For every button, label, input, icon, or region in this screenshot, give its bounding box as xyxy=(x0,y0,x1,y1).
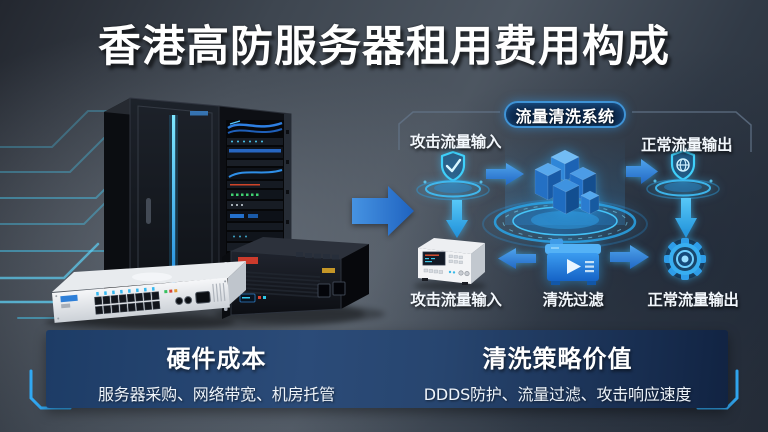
big-arrow-icon xyxy=(352,186,414,236)
gear-icon xyxy=(664,238,706,280)
network-switch xyxy=(52,261,246,323)
badge-traffic-cleaning-system: 流量清洗系统 xyxy=(504,101,626,128)
label-attack-input-top: 攻击流量输入 xyxy=(410,133,502,151)
cube-stack-icon xyxy=(534,149,600,215)
instrument-icon xyxy=(414,238,486,291)
label-attack-input-bottom: 攻击流量输入 xyxy=(410,291,502,309)
summary-bar: 硬件成本 服务器采购、网络带宽、机房托管 清洗策略价值 DDDS防护、流量过滤、… xyxy=(46,330,728,408)
page-title: 香港高防服务器租用费用构成 xyxy=(98,22,670,72)
cleaning-value-subtitle: DDDS防护、流量过滤、攻击响应速度 xyxy=(423,385,692,404)
filter-box-icon xyxy=(545,239,601,285)
platform-left xyxy=(416,179,490,201)
hardware-cost-title: 硬件成本 xyxy=(166,345,267,373)
diagram-frame xyxy=(398,111,752,152)
arrow-right-icon xyxy=(486,159,658,185)
platform-right xyxy=(646,178,720,200)
arrow-down-icon xyxy=(446,198,697,238)
label-filter: 清洗过滤 xyxy=(542,291,604,309)
hardware-cost-section: 硬件成本 服务器采购、网络带宽、机房托管 xyxy=(46,330,387,408)
server-rack-closed xyxy=(104,97,220,314)
arrow-left-icon xyxy=(498,248,536,269)
shield-globe-icon xyxy=(670,149,696,181)
label-normal-output-top: 正常流量输出 xyxy=(641,136,733,154)
arrow-right-bottom-icon xyxy=(610,245,649,269)
label-normal-output-bottom: 正常流量输出 xyxy=(647,291,739,309)
hardware-cost-subtitle: 服务器采购、网络带宽、机房托管 xyxy=(97,385,335,404)
cleaning-value-section: 清洗策略价值 DDDS防护、流量过滤、攻击响应速度 xyxy=(387,330,728,408)
corner-brackets xyxy=(29,369,739,410)
shield-check-icon xyxy=(440,150,466,182)
cleaning-value-title: 清洗策略价值 xyxy=(482,345,633,373)
